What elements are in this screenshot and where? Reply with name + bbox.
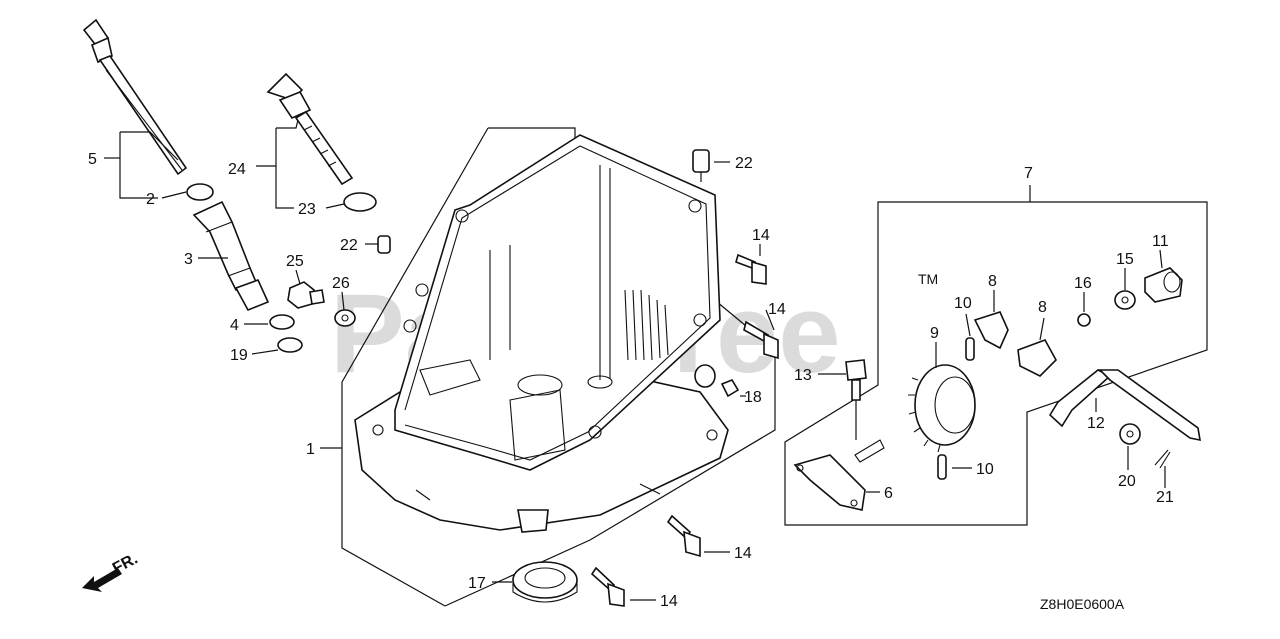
weight-8b [1017,339,1057,377]
watermark-tm: TM [918,271,938,287]
governor-bracket [784,201,1208,526]
bolt-13 [845,359,867,401]
callout-14d: 14 [660,593,678,610]
drain-plug-25 [287,281,325,309]
callout-14a: 14 [752,227,770,244]
callout-26: 26 [332,275,350,292]
callout-2: 2 [146,191,155,208]
callout-25: 25 [286,253,304,270]
washer-15 [1114,290,1136,310]
bolt-14c [666,514,701,558]
callout-3: 3 [184,251,193,268]
callout-4: 4 [230,317,239,334]
pin-21 [1154,449,1171,469]
washer-18-ring [694,364,716,388]
callout-9: 9 [930,325,939,342]
weight-8a [973,311,1009,350]
oil-seal-17 [512,561,578,603]
front-direction-arrow: FR. [82,550,141,592]
callout-23: 23 [298,201,316,218]
callout-10a: 10 [954,295,972,312]
callout-19: 19 [230,347,248,364]
callout-10b: 10 [976,461,994,478]
oil-filler-tube [192,200,270,312]
governor-holder [793,439,885,511]
bolt-14b [743,320,779,360]
clip-16 [1077,313,1091,327]
callout-13: 13 [794,367,812,384]
callout-15: 15 [1116,251,1134,268]
dowel-pin-22b [377,235,391,254]
bolt-14a [735,253,767,285]
diagram-code: Z8H0E0600A [1040,596,1125,612]
callout-14b: 14 [768,301,786,318]
callout-20: 20 [1118,473,1136,490]
washer-20 [1119,423,1141,445]
callout-labels: 5 2 3 4 19 24 23 25 26 22 22 14 14 18 1 … [88,151,1174,610]
callout-7: 7 [1024,165,1033,182]
dipstick [82,18,188,176]
callout-21: 21 [1156,489,1174,506]
governor-gear [908,364,976,453]
callout-24: 24 [228,161,246,178]
callout-18: 18 [744,389,762,406]
callout-22b: 22 [340,237,358,254]
callout-12: 12 [1087,415,1105,432]
callout-6: 6 [884,485,893,502]
nut-18 [720,379,740,398]
callout-17: 17 [468,575,486,592]
dipstick-24 [266,72,354,186]
callout-5: 5 [88,151,97,168]
callout-16: 16 [1074,275,1092,292]
dowel-pin-22a [692,149,710,173]
callout-11: 11 [1152,233,1169,250]
slider-11 [1144,267,1183,303]
callout-8a: 8 [988,273,997,290]
callout-22a: 22 [735,155,753,172]
washer-26 [334,309,356,327]
bolt-14d [590,566,625,607]
leader-lines [104,119,1166,601]
oil-pan [341,127,776,607]
clip-4 [269,314,295,330]
pin-10b [937,454,947,480]
governor-arm [1048,369,1201,442]
o-ring-19 [277,337,303,353]
o-ring-2 [186,183,214,201]
pin-10a [965,337,975,361]
o-ring-23 [343,192,377,212]
callout-14c: 14 [734,545,752,562]
callout-1: 1 [306,441,315,458]
callout-8b: 8 [1038,299,1047,316]
